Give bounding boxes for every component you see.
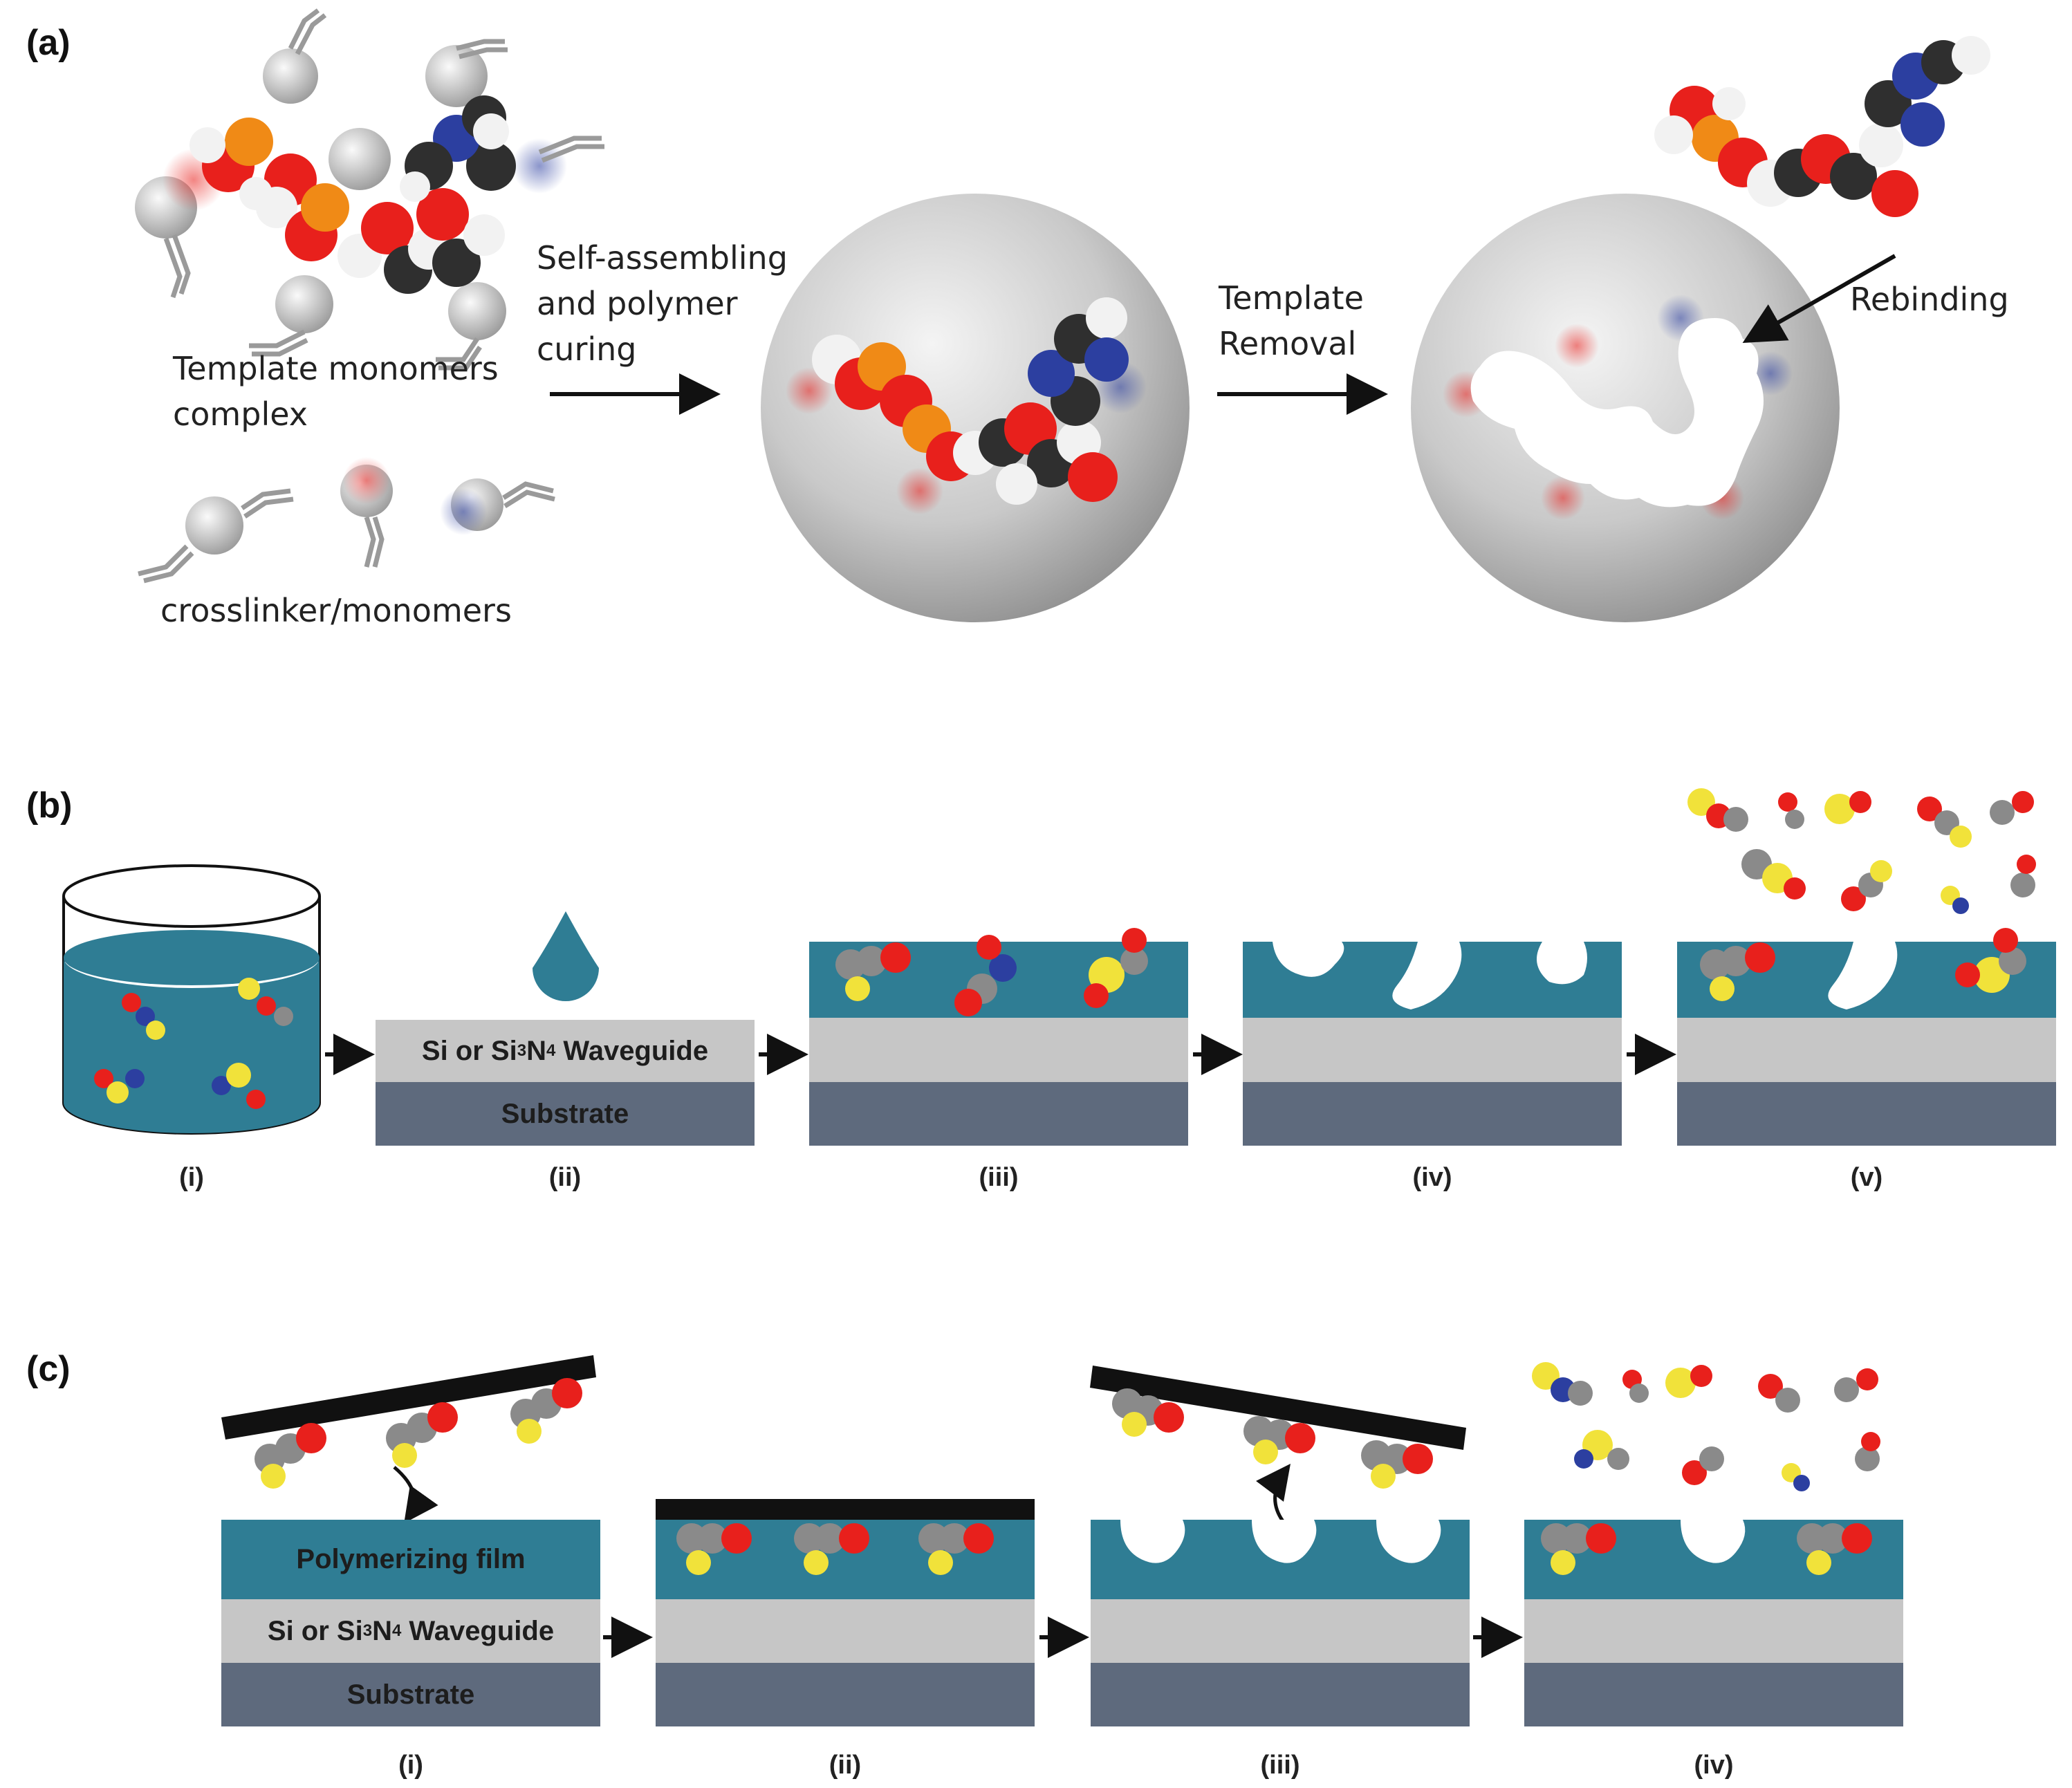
step1-label: Self-assembling and polymer curing [537,235,788,372]
step1-line2: and polymer [537,285,738,322]
wg-b-text3: Waveguide [555,1035,709,1066]
panel-label-b: (b) [26,785,73,826]
waveguide-b-iii [809,1018,1188,1082]
step-c-i: (i) [398,1751,423,1780]
cavities-b-iv [1273,942,1587,1009]
wg-c-sub1: 3 [362,1621,373,1640]
beaker [62,864,321,1135]
wg-c-text1: Si or Si [267,1615,363,1646]
wg-b-text2: N [526,1035,546,1066]
step2-line1: Template [1219,279,1364,317]
template-monomers-complex [135,8,604,371]
crosslinker-monomers [138,457,555,584]
panel-label-a: (a) [26,23,71,63]
stamp-molecules-c-iii [1112,1388,1433,1489]
resin-drop [533,911,599,1001]
step-c-iv: (iv) [1694,1751,1734,1780]
wg-b-sub2: 4 [546,1041,556,1060]
substrate-b-ii: Substrate [376,1082,755,1146]
rebinding-arrow [1742,254,1896,343]
substrate-c-iii [1091,1663,1470,1726]
waveguide-b-iv [1243,1018,1622,1082]
polymer-sphere-with-cavity [1411,36,1990,622]
step-b-ii: (ii) [548,1163,582,1192]
waveguide-c-iv [1524,1599,1903,1663]
template-complex-line1: Template monomers [173,350,499,387]
substrate-c-iv [1524,1663,1903,1726]
curved-arrow-c-i [393,1466,438,1524]
panel-label-c: (c) [26,1349,71,1389]
free-analytes-c-iv [1532,1362,1880,1491]
stamp-molecules-c-i [255,1378,582,1489]
template-complex-line2: complex [173,395,308,433]
step-b-iv: (iv) [1412,1163,1452,1192]
crosslinker-label: crosslinker/monomers [160,592,512,629]
panel-c-graphics [221,1355,1903,1658]
free-analytes-b-v [1687,788,2036,914]
step2-label: Template Removal [1219,275,1364,366]
step-c-ii: (ii) [829,1751,862,1780]
waveguide-c-ii [656,1599,1035,1663]
imprinted-molecules-b-iii [835,928,1148,1016]
stamp-molecules-c-ii [676,1523,994,1575]
panel-b-graphics [62,788,2056,1135]
curved-arrow-c-iii [1256,1463,1291,1522]
substrate-b-v [1677,1082,2056,1146]
cavities-c-iii [1120,1520,1441,1563]
waveguide-c-iii [1091,1599,1470,1663]
wg-b-text1: Si or Si [421,1035,517,1066]
substrate-b-iv [1243,1082,1622,1146]
rebinding-label: Rebinding [1850,281,2009,318]
stamp-c-i [221,1355,596,1440]
polymerizing-film-c-i: Polymerizing film [221,1520,600,1599]
wg-c-text2: N [372,1615,392,1646]
step-c-iii: (iii) [1260,1751,1300,1780]
stamp-c-iii [1090,1366,1466,1450]
wg-c-text3: Waveguide [401,1615,555,1646]
stamp-c-ii [656,1499,1035,1520]
wg-b-sub1: 3 [517,1041,527,1060]
substrate-b-iii [809,1082,1188,1146]
step-b-v: (v) [1850,1163,1883,1192]
substrate-c-ii [656,1663,1035,1726]
substrate-c-i: Substrate [221,1663,600,1726]
step1-line3: curing [537,330,637,368]
step1-line1: Self-assembling [537,239,788,277]
step-b-i: (i) [179,1163,204,1192]
rebound-molecules-c-iv [1541,1520,1872,1575]
step-b-iii: (iii) [979,1163,1019,1192]
step2-line2: Removal [1219,325,1357,362]
waveguide-b-v [1677,1018,2056,1082]
rebound-molecules-b-v [1700,928,2026,1009]
panel-a-graphics [135,8,1990,622]
polymer-sphere-with-template [761,194,1190,622]
wg-c-sub2: 4 [391,1621,402,1640]
template-complex-label: Template monomers complex [173,346,499,437]
